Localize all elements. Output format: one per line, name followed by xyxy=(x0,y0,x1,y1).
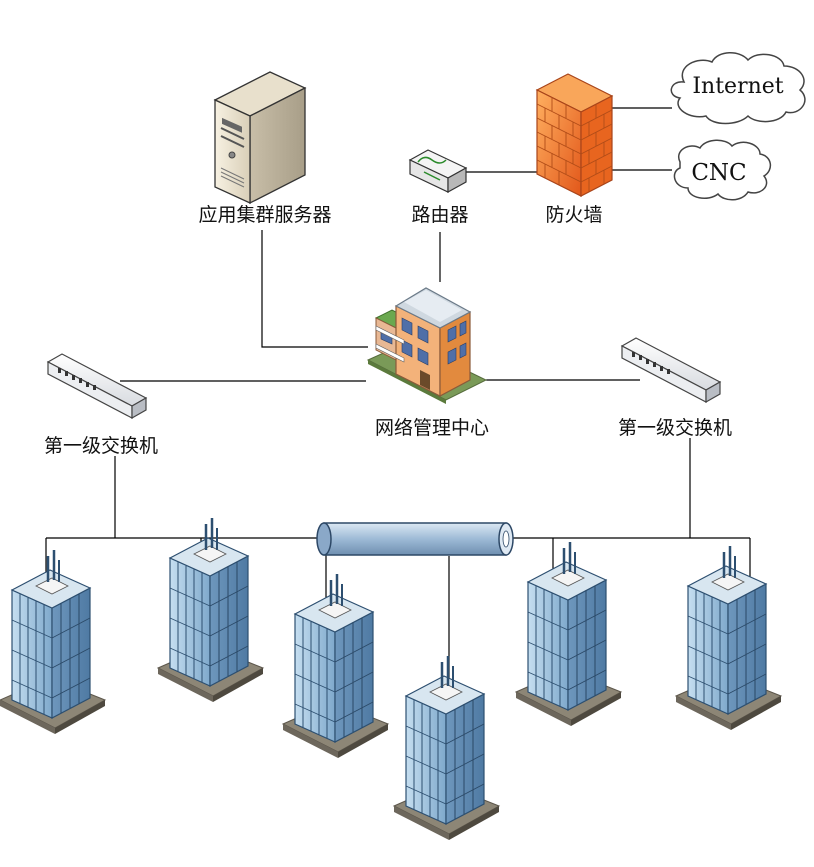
server-tower-icon xyxy=(213,71,307,205)
cloud-icon xyxy=(673,139,772,201)
left-first-level-switch: 第一级交换机 xyxy=(44,353,158,457)
right-first-level-switch: 第一级交换机 xyxy=(618,337,732,439)
office-tower-icon xyxy=(156,516,265,704)
firewall-label: 防火墙 xyxy=(545,204,602,226)
firewall: 防火墙 xyxy=(535,73,614,226)
network-switch-icon xyxy=(621,337,721,403)
server-label: 应用集群服务器 xyxy=(198,204,331,226)
backbone-pipe xyxy=(316,522,514,556)
cloud-icon xyxy=(670,52,806,125)
office-tower-icon xyxy=(281,572,390,760)
network-switch-icon xyxy=(47,353,147,419)
connection-lines xyxy=(45,107,751,706)
left-switch-label: 第一级交换机 xyxy=(44,435,158,457)
office-building-icon xyxy=(366,287,488,404)
cnc-label: CNC xyxy=(691,160,746,186)
office-tower-icon xyxy=(392,654,501,842)
application-cluster-server: 应用集群服务器 xyxy=(198,71,332,226)
right-switch-label: 第一级交换机 xyxy=(618,417,732,439)
router: 路由器 xyxy=(408,149,469,226)
office-tower-icon xyxy=(514,540,623,728)
office-tower-icon xyxy=(0,548,107,736)
office-towers xyxy=(0,516,783,842)
firewall-brick-wall-icon xyxy=(535,73,614,197)
center-label: 网络管理中心 xyxy=(375,417,489,439)
internet-label: Internet xyxy=(692,74,783,99)
office-tower-icon xyxy=(674,544,783,732)
network-management-center: 网络管理中心 xyxy=(366,287,489,439)
router-icon xyxy=(408,149,468,194)
link-server-center xyxy=(261,230,368,348)
cnc-cloud: CNC xyxy=(673,139,772,201)
backbone-pipe-icon xyxy=(316,522,514,556)
router-label: 路由器 xyxy=(411,204,468,226)
internet-cloud: Internet xyxy=(670,52,806,125)
